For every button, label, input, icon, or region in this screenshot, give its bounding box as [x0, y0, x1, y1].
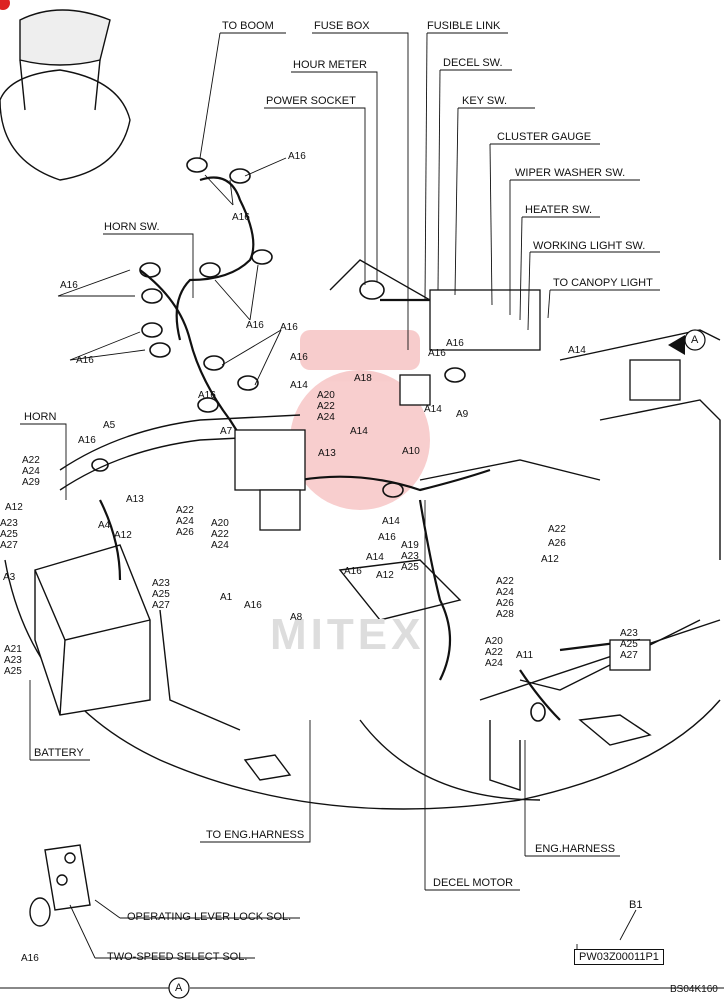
sheet-ref: B1 — [629, 899, 643, 911]
ref-tag: A11 — [516, 650, 534, 661]
ref-tag: A22 — [548, 524, 566, 535]
ref-tag: A16 — [21, 953, 39, 964]
ref-tag: A16 — [280, 322, 298, 333]
label-hour-meter: HOUR METER — [293, 59, 367, 71]
ref-tag: A16 — [290, 352, 308, 363]
label-heater-sw: HEATER SW. — [525, 204, 593, 216]
ref-tag: A4 — [98, 520, 111, 531]
leader-lines — [0, 32, 724, 989]
ref-tag: A26 — [548, 538, 566, 549]
harness-clamps — [91, 157, 546, 722]
ref-tag: A14 — [568, 345, 586, 356]
label-eng-harness: ENG.HARNESS — [535, 843, 616, 855]
label-fusible-link: FUSIBLE LINK — [427, 20, 501, 32]
ref-tag: A16 — [446, 338, 464, 349]
label-fuse-box: FUSE BOX — [314, 20, 370, 32]
inset-solenoid-view — [29, 844, 91, 927]
ref-tag: A13 — [318, 448, 336, 459]
label-cluster-gauge: CLUSTER GAUGE — [497, 131, 592, 143]
ref-tag: A13 — [126, 494, 144, 505]
watermark-text: MITEX — [270, 610, 425, 659]
ref-tag: A16 — [78, 435, 96, 446]
ref-tag: A16 — [288, 151, 306, 162]
ref-tag: A16 — [246, 320, 264, 331]
label-to-eng-harness: TO ENG.HARNESS — [206, 829, 305, 841]
inset-cab-view — [0, 9, 131, 181]
label-horn-sw: HORN SW. — [104, 221, 160, 233]
label-horn: HORN — [24, 411, 57, 423]
part-number: PW03Z00011P1 — [574, 949, 664, 965]
ref-tag: A14 — [290, 380, 308, 391]
ref-tag: A16 — [76, 355, 94, 366]
label-battery: BATTERY — [34, 747, 84, 759]
ref-tag: A1 — [220, 592, 233, 603]
ref-tag: A9 — [456, 409, 469, 420]
ref-tag: A12 — [114, 530, 132, 541]
label-wiper-washer-sw: WIPER WASHER SW. — [515, 167, 626, 179]
view-marker-circle — [168, 329, 706, 999]
ref-tag: A16 — [198, 390, 216, 401]
ref-tag: A10 — [402, 446, 420, 457]
label-to-canopy-light: TO CANOPY LIGHT — [553, 277, 653, 289]
ref-tag: A14 — [382, 516, 400, 527]
brand-mark-watermark — [290, 330, 430, 510]
ref-tag: A12 — [5, 502, 23, 513]
ref-tag: A12 — [376, 570, 394, 581]
ref-tag: A16 — [378, 532, 396, 543]
ref-tag: A14 — [424, 404, 442, 415]
ref-tag: A18 — [354, 373, 372, 384]
ref-tag: A8 — [290, 612, 303, 623]
label-decel-motor: DECEL MOTOR — [433, 877, 514, 889]
ref-tag: A7 — [220, 426, 233, 437]
ref-tag: A12 — [541, 554, 559, 565]
ref-tag: A16 — [232, 212, 250, 223]
ref-tag: A14 — [350, 426, 368, 437]
machine-frame — [4, 259, 721, 810]
ref-tag: A5 — [103, 420, 116, 431]
label-operating-lever-lock-sol: OPERATING LEVER LOCK SOL. — [127, 911, 292, 923]
corner-mark-icon — [0, 0, 10, 10]
connector-blocks — [234, 289, 681, 671]
drawing-code: BS04K160 — [670, 984, 718, 995]
ref-tag: A3 — [3, 572, 16, 583]
ref-tag: A16 — [244, 600, 262, 611]
label-decel-sw: DECEL SW. — [443, 57, 503, 69]
ref-tag: A14 — [366, 552, 384, 563]
view-marker-label: A — [175, 982, 183, 994]
label-working-light-sw: WORKING LIGHT SW. — [533, 240, 646, 252]
label-to-boom: TO BOOM — [222, 20, 274, 32]
arrow-icon — [668, 335, 685, 355]
battery-drawing — [34, 544, 151, 716]
ref-tag: A16 — [60, 280, 78, 291]
label-key-sw: KEY SW. — [462, 95, 508, 107]
label-two-speed-select-sol: TWO-SPEED SELECT SOL. — [107, 951, 248, 963]
ref-tag: A16 — [344, 566, 362, 577]
label-power-socket: POWER SOCKET — [266, 95, 356, 107]
view-marker-label-top: A — [691, 334, 699, 346]
ref-tag: A16 — [428, 348, 446, 359]
